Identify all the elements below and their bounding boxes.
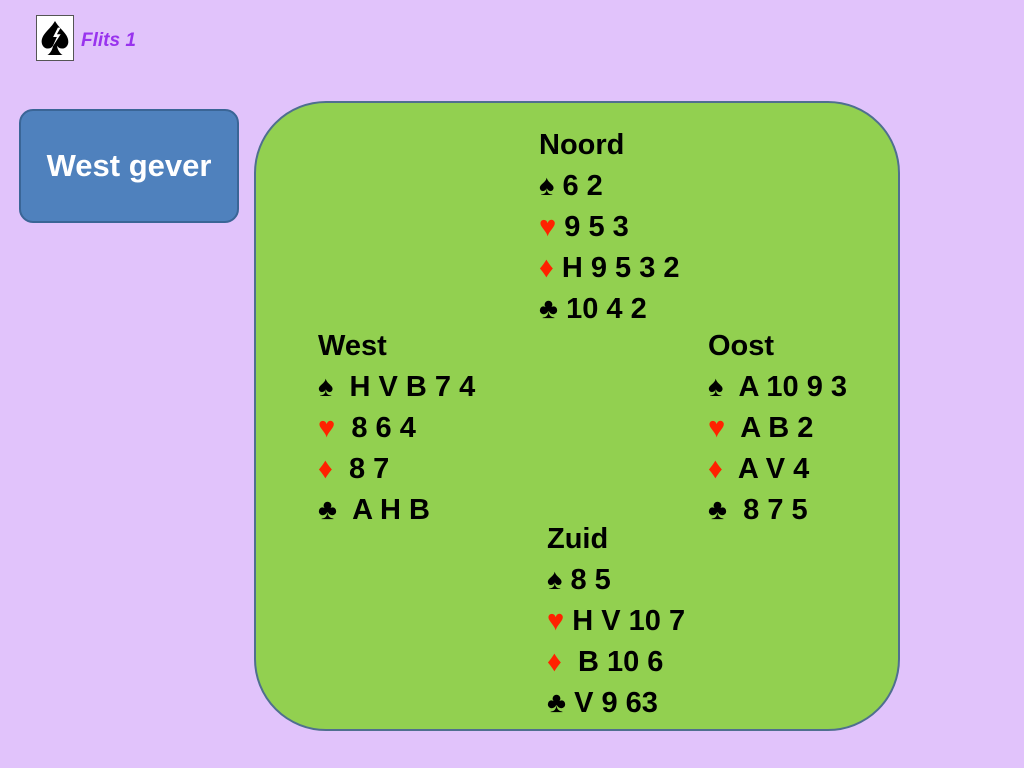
hand-noord-clubs: ♣ 10 4 2 — [539, 289, 680, 330]
hand-oost-clubs: ♣ 8 7 5 — [708, 490, 847, 531]
diamonds-cards: 8 7 — [348, 453, 390, 485]
hearts-cards: 8 6 4 — [351, 412, 416, 444]
diamonds-cards: A V 4 — [737, 453, 810, 485]
diamond-icon: ♦ — [318, 453, 333, 485]
spades-cards: 8 5 — [570, 564, 611, 596]
hand-zuid-hearts: ♥ H V 10 7 — [547, 601, 685, 642]
clubs-cards: A H B — [352, 494, 430, 526]
diamond-icon: ♦ — [708, 453, 723, 485]
clubs-cards: 10 4 2 — [566, 293, 647, 325]
heart-icon: ♥ — [547, 605, 565, 637]
hand-noord-name: Noord — [539, 129, 625, 161]
heart-icon: ♥ — [539, 211, 557, 243]
spade-icon: ♠ — [539, 170, 555, 202]
heart-icon: ♥ — [318, 412, 336, 444]
hand-oost: Oost ♠ A 10 9 3 ♥ A B 2 ♦ A V 4 ♣ 8 7 5 — [708, 326, 847, 531]
diamond-icon: ♦ — [547, 646, 562, 678]
clubs-cards: 8 7 5 — [743, 494, 808, 526]
hand-zuid-name: Zuid — [547, 523, 609, 555]
bridge-table — [254, 101, 900, 731]
hand-noord-spades: ♠ 6 2 — [539, 166, 680, 207]
spade-icon: ♠ — [318, 371, 334, 403]
diamonds-cards: H 9 5 3 2 — [561, 252, 680, 284]
clubs-cards: V 9 63 — [574, 687, 658, 719]
hand-west-spades: ♠ H V B 7 4 — [318, 367, 475, 408]
dealer-label: West gever — [19, 109, 239, 223]
spades-cards: A 10 9 3 — [738, 371, 848, 403]
spade-icon: ♠ — [708, 371, 724, 403]
hand-west-diamonds: ♦ 8 7 — [318, 449, 475, 490]
spade-icon: ♠ — [547, 564, 563, 596]
diamond-icon: ♦ — [539, 252, 554, 284]
hand-west-hearts: ♥ 8 6 4 — [318, 408, 475, 449]
hearts-cards: H V 10 7 — [572, 605, 686, 637]
club-icon: ♣ — [547, 687, 567, 719]
hand-zuid: Zuid ♠ 8 5 ♥ H V 10 7 ♦ B 10 6 ♣ V 9 63 — [547, 519, 685, 724]
hand-west-name: West — [318, 330, 387, 362]
diamonds-cards: B 10 6 — [577, 646, 664, 678]
hand-oost-hearts: ♥ A B 2 — [708, 408, 847, 449]
hand-noord-diamonds: ♦ H 9 5 3 2 — [539, 248, 680, 289]
hand-oost-spades: ♠ A 10 9 3 — [708, 367, 847, 408]
hand-oost-diamonds: ♦ A V 4 — [708, 449, 847, 490]
spade-logo-icon — [36, 15, 74, 61]
hand-noord-hearts: ♥ 9 5 3 — [539, 207, 680, 248]
slide-label: Flits 1 — [81, 30, 136, 51]
hearts-cards: A B 2 — [740, 412, 814, 444]
club-icon: ♣ — [539, 293, 559, 325]
hand-west-clubs: ♣ A H B — [318, 490, 475, 531]
spades-cards: 6 2 — [562, 170, 603, 202]
club-icon: ♣ — [708, 494, 728, 526]
hearts-cards: 9 5 3 — [564, 211, 629, 243]
hand-zuid-spades: ♠ 8 5 — [547, 560, 685, 601]
spades-cards: H V B 7 4 — [349, 371, 476, 403]
hand-noord: Noord ♠ 6 2 ♥ 9 5 3 ♦ H 9 5 3 2 ♣ 10 4 2 — [539, 125, 680, 330]
hand-west: West ♠ H V B 7 4 ♥ 8 6 4 ♦ 8 7 ♣ A H B — [318, 326, 475, 531]
club-icon: ♣ — [318, 494, 338, 526]
hand-zuid-clubs: ♣ V 9 63 — [547, 683, 685, 724]
hand-oost-name: Oost — [708, 330, 775, 362]
heart-icon: ♥ — [708, 412, 726, 444]
hand-zuid-diamonds: ♦ B 10 6 — [547, 642, 685, 683]
